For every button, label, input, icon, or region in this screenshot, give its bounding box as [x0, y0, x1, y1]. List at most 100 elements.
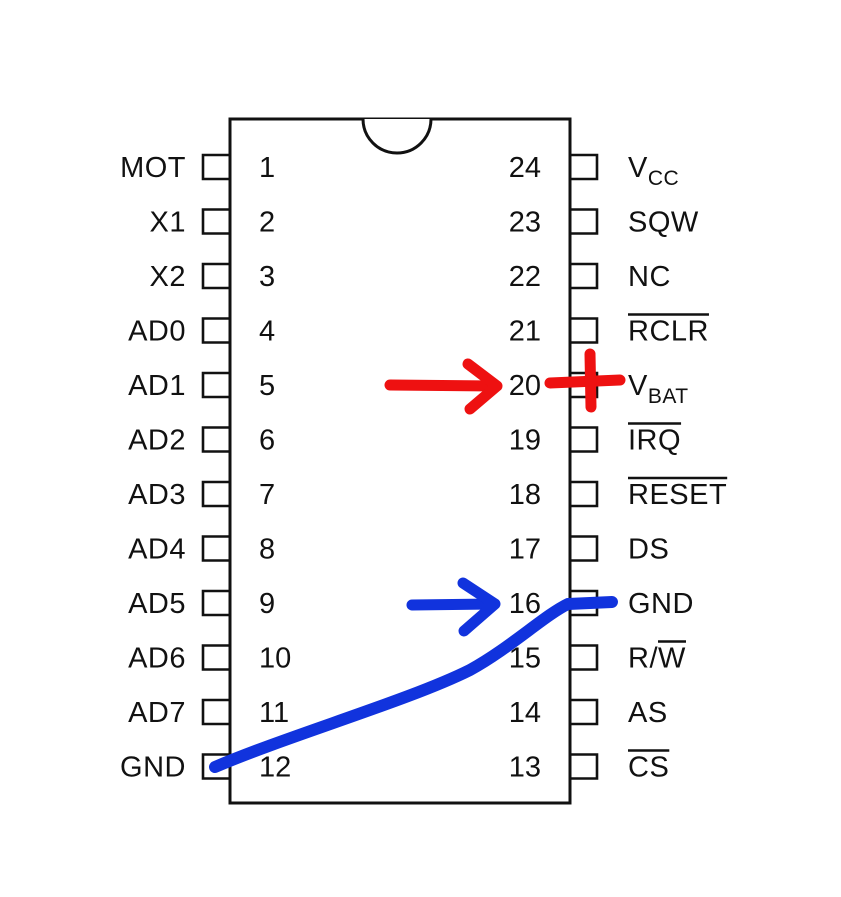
pin-21: 21 RCLR	[509, 313, 709, 348]
pin-17: 17 DS	[509, 534, 669, 566]
red-plus-horizontal	[544, 374, 626, 389]
pin-number: 17	[509, 534, 541, 566]
pin-name-subscript: BAT	[648, 385, 689, 408]
pin-11: 11 AD7	[128, 697, 289, 729]
red-arrowhead	[462, 358, 503, 415]
pin-name: RCLR	[628, 316, 709, 348]
pin-13: 13 CS	[509, 749, 670, 784]
pin-7: 7 AD3	[128, 479, 275, 511]
pin-14: 14 AS	[509, 697, 668, 729]
pin-19: 19 IRQ	[509, 422, 682, 457]
pin-name-main: V	[628, 152, 648, 184]
pin-number: 18	[509, 479, 541, 511]
pin-name: VBAT	[628, 370, 689, 408]
blue-arrow-shaft	[406, 598, 499, 611]
pin-name: R/W	[628, 643, 686, 675]
pin-number: 21	[509, 316, 541, 348]
pin-2: 2 X1	[150, 207, 276, 239]
pin-pad	[201, 644, 230, 671]
pin-pad	[201, 480, 230, 508]
pin-16: 16 GND	[509, 588, 694, 620]
pin-name: SQW	[628, 207, 699, 239]
pin-name: AD4	[128, 534, 186, 566]
blue-arrowhead	[457, 577, 501, 637]
pin-number: 1	[259, 152, 275, 184]
pin-number: 11	[259, 697, 289, 729]
pin-name: X1	[150, 207, 186, 239]
pin-name: IRQ	[628, 425, 681, 457]
pin-name: VCC	[628, 152, 679, 190]
pin-6: 6 AD2	[128, 425, 275, 457]
annotations-layer	[209, 348, 626, 773]
pin-name: GND	[120, 752, 186, 784]
pin-1: 1 MOT	[120, 152, 275, 184]
pin-pad	[201, 535, 230, 562]
pin-number: 2	[259, 207, 275, 239]
blue-gnd-wire	[209, 596, 618, 773]
pin-23: 23 SQW	[509, 207, 699, 239]
pin-number: 3	[259, 261, 275, 293]
pin-pad	[201, 753, 230, 780]
pin-12: 12 GND	[120, 752, 291, 784]
pin-pad	[570, 426, 599, 453]
red-plus-vertical	[584, 348, 597, 413]
pin-number: 23	[509, 207, 541, 239]
chip-notch	[361, 118, 433, 155]
pin-number: 8	[259, 534, 275, 566]
pin-8: 8 AD4	[128, 534, 275, 566]
pin-pad	[201, 153, 230, 181]
pin-name: AD5	[128, 588, 186, 620]
pin-number: 9	[259, 588, 275, 620]
pin-name-subscript: CC	[648, 167, 679, 190]
pin-name: AD1	[128, 370, 186, 402]
pin-18: 18 RESET	[509, 476, 728, 511]
pin-pad	[201, 317, 230, 344]
pin-number: 13	[509, 752, 541, 784]
pin-pad	[570, 262, 599, 290]
pin-number: 16	[509, 588, 541, 620]
pin-pad	[201, 589, 230, 617]
pin-number: 7	[259, 479, 275, 511]
pin-name: DS	[628, 534, 669, 566]
pin-name: AD3	[128, 479, 186, 511]
pin-name: GND	[628, 588, 694, 620]
pin-number: 22	[509, 261, 541, 293]
pin-22: 22 NC	[509, 261, 671, 293]
pin-pad	[570, 153, 599, 181]
pin-pad	[201, 262, 230, 290]
pin-number: 12	[259, 752, 291, 784]
pin-name: RESET	[628, 479, 727, 511]
pin-name-main: V	[628, 370, 648, 402]
pin-name: AD6	[128, 643, 186, 675]
pin-pad	[201, 371, 230, 399]
pin-name: CS	[628, 752, 669, 784]
pin-name: AD2	[128, 425, 186, 457]
pin-pad	[201, 698, 230, 726]
pin-pad	[570, 535, 599, 562]
pin-number: 5	[259, 370, 275, 402]
pin-pad	[201, 208, 230, 235]
pin-pad	[201, 426, 230, 453]
pin-name: NC	[628, 261, 671, 293]
pin-pad	[570, 698, 599, 726]
pin-pad	[570, 644, 599, 671]
pin-pad	[570, 753, 599, 780]
pin-number: 19	[509, 425, 541, 457]
pin-name: MOT	[120, 152, 186, 184]
pin-number: 6	[259, 425, 275, 457]
pin-name: AD7	[128, 697, 186, 729]
pin-pad	[570, 317, 599, 344]
pin-number: 24	[509, 152, 541, 184]
pin-number: 20	[509, 370, 541, 402]
pin-name: AD0	[128, 316, 186, 348]
pin-name: X2	[150, 261, 186, 293]
pin-5: 5 AD1	[128, 370, 275, 402]
pins-layer: 1MOT2X13X24AD05AD16AD27AD38AD49AD510AD61…	[120, 152, 728, 784]
chip-body	[228, 117, 572, 805]
pin-name: AS	[628, 697, 668, 729]
pin-number: 14	[509, 697, 541, 729]
pin-pad	[570, 480, 599, 508]
